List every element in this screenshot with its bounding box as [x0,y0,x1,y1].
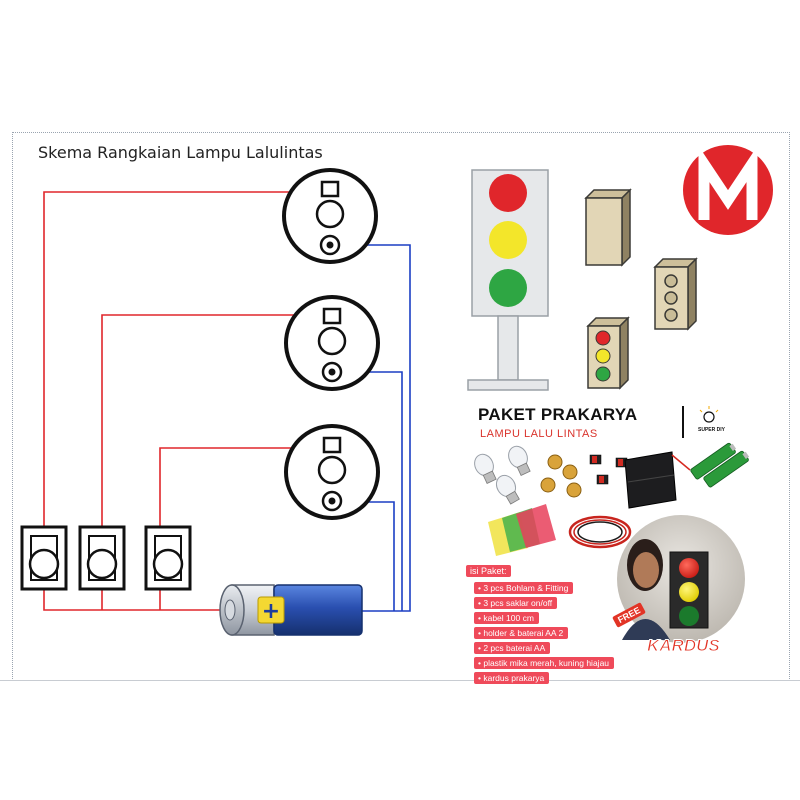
battery: + [219,584,363,636]
list-item: kabel 100 cm [474,612,539,624]
list-item: 2 pcs baterai AA [474,642,551,654]
traffic-light-large [467,169,549,391]
lamp-top [282,168,378,264]
list-item: kardus prakarya [474,672,550,684]
diagram-frame [12,132,790,681]
super-diy-label: SUPER DIY [698,427,725,433]
svg-text:+: + [262,599,280,624]
list-item: 3 pcs saklar on/off [474,597,558,609]
cable-coil-icon [568,515,632,549]
aa-batteries-icon [690,442,750,488]
list-item: plastik mika merah, kuning hiajau [474,657,615,669]
lamp-middle [284,295,380,391]
switches-photo-icon [589,454,628,485]
list-item: holder & baterai AA 2 [474,627,569,639]
switch-2 [78,525,126,591]
list-item: 3 pcs Bohlam & Fitting [474,582,574,594]
frame-bottom-line [0,680,800,681]
paket-subtitle: LAMPU LALU LINTAS [480,428,598,440]
cardboard-box-lights [586,316,630,390]
super-diy-badge-icon [682,406,719,438]
lamp-bottom [284,424,380,520]
cardboard-box-holes [653,257,698,331]
wire-middle-lamp [101,314,328,610]
package-contents: isi Paket: 3 pcs Bohlam & Fitting 3 pcs … [466,561,636,687]
cardboard-box-plain [584,188,632,267]
package-contents-list: 3 pcs Bohlam & Fitting 3 pcs saklar on/o… [466,582,636,684]
bulbs-icon [474,445,531,505]
plastic-sheets-icon [488,504,556,556]
brand-logo-icon [683,145,773,235]
wire-top-return [333,244,411,612]
paket-title: PAKET PRAKARYA [478,405,638,424]
wire-top-lamp [43,191,323,611]
product-photo [617,515,745,643]
battery-holder-icon [624,451,691,509]
switch-1 [20,525,68,591]
switch-3 [144,525,192,591]
diagram-title: Skema Rangkaian Lampu Lalulintas [38,143,323,162]
kardus-label: KARDUS [647,636,721,656]
package-contents-heading: isi Paket: [466,565,511,577]
fittings-icon [540,454,582,498]
